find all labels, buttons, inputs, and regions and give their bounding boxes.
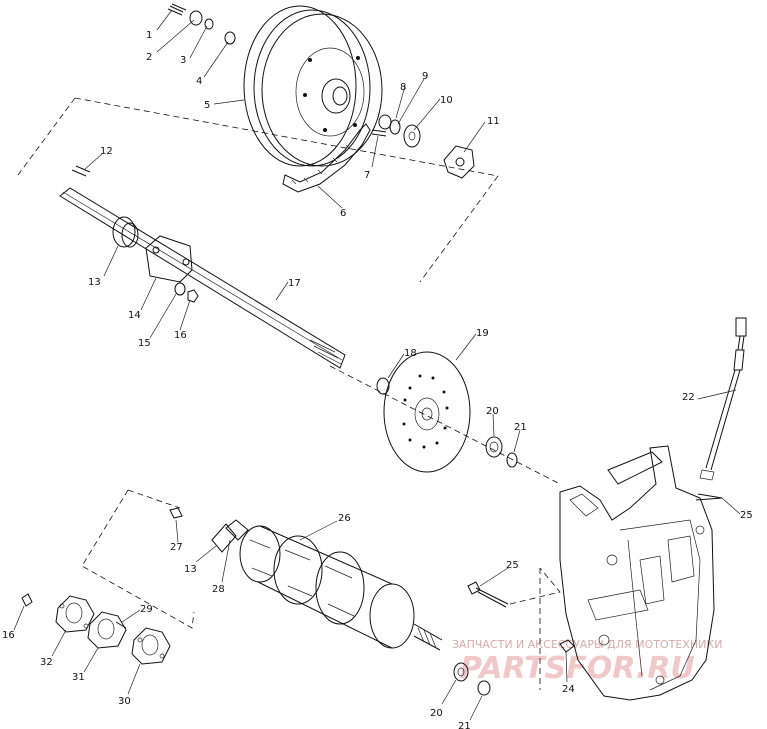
flange-part-14	[145, 235, 193, 283]
sprocket-part-26b	[273, 535, 323, 605]
callout-11: 11	[487, 116, 500, 127]
bearing-part-20b	[453, 662, 469, 682]
shaft-group	[59, 165, 346, 369]
callout-22: 22	[682, 392, 695, 403]
housing-part-30	[131, 627, 171, 665]
chain-part-6	[282, 123, 371, 193]
pulley-part-5	[243, 5, 383, 167]
callout-21: 21	[514, 422, 527, 433]
axis-line-disc	[329, 365, 561, 485]
shaft-part-17	[59, 187, 346, 369]
callout-4: 4	[196, 76, 202, 87]
pin-part-12	[71, 165, 91, 177]
callout-1: 1	[146, 30, 152, 41]
callout-24: 24	[562, 684, 575, 695]
callout-21b: 21	[458, 721, 471, 729]
callout-3: 3	[180, 55, 186, 66]
spacer-part-8	[378, 114, 392, 130]
ring-part-21	[506, 452, 518, 468]
callout-16b: 16	[2, 630, 15, 641]
callout-2: 2	[146, 52, 152, 63]
nut-part-24	[559, 639, 575, 653]
axis-line-bolt	[509, 567, 561, 690]
callout-31: 31	[72, 672, 85, 683]
ring-part-21b	[477, 680, 491, 696]
pin-part-29	[115, 621, 127, 629]
washer-part-15	[174, 282, 186, 296]
callout-29: 29	[140, 604, 153, 615]
seal-part-31	[87, 611, 127, 649]
callout-17: 17	[288, 278, 301, 289]
bushing-part-4	[224, 31, 236, 45]
alignment-line-top	[17, 97, 499, 283]
callout-12: 12	[100, 146, 113, 157]
callout-25: 25	[506, 560, 519, 571]
callout-20b: 20	[430, 708, 443, 719]
nut-part-16b	[21, 593, 33, 607]
housing-part-32	[55, 595, 95, 633]
callout-14: 14	[128, 310, 141, 321]
callout-25-right: 25	[740, 510, 753, 521]
callout-13: 13	[88, 277, 101, 288]
bearing-housing-group	[21, 593, 171, 665]
callout-labels: 1 2 3 4 5 8 9 10 11 7 6 12 13 14 15 16 1…	[2, 30, 753, 729]
callout-27: 27	[170, 542, 183, 553]
callout-7: 7	[364, 170, 370, 181]
sprocket-shaft-group	[211, 519, 491, 696]
callout-6: 6	[340, 208, 346, 219]
washer-part-2	[189, 10, 203, 26]
washer-part-3	[204, 18, 214, 30]
bolt-part-25	[467, 581, 509, 608]
brake-disc-group	[376, 351, 518, 473]
callout-20: 20	[486, 406, 499, 417]
callout-18: 18	[404, 348, 417, 359]
bolt-part-7	[371, 129, 387, 137]
callout-10: 10	[440, 95, 453, 106]
bearing-part-13	[112, 216, 136, 248]
cover-part-10	[403, 124, 421, 148]
callout-9: 9	[422, 71, 428, 82]
bolt-part-27	[169, 507, 183, 519]
bearing-part-20	[485, 436, 503, 458]
callout-32: 32	[40, 657, 53, 668]
callout-26: 26	[338, 513, 351, 524]
bracket-part-11	[443, 145, 475, 179]
callout-8: 8	[400, 82, 406, 93]
callout-28: 28	[212, 584, 225, 595]
drive-pulley-group	[167, 3, 475, 193]
callout-15: 15	[138, 338, 151, 349]
chaincase-housing	[559, 445, 715, 701]
disc-part-19	[383, 351, 471, 473]
callout-5: 5	[204, 100, 210, 111]
ring-part-18	[376, 377, 390, 395]
washer-part-9	[389, 119, 401, 135]
alignment-line-left	[81, 489, 195, 629]
bolt-part-1	[167, 3, 187, 16]
drum-end	[369, 583, 415, 649]
bearing-part-13b	[211, 523, 237, 553]
cable-fitting-part-22	[735, 317, 747, 337]
callout-13b: 13	[184, 564, 197, 575]
shaft-stub	[413, 623, 443, 651]
bearing-part-28	[225, 519, 249, 541]
callout-19: 19	[476, 328, 489, 339]
watermark-tagline: ЗАПЧАСТИ И АКСЕССУАРЫ ДЛЯ МОТОТЕХНИКИ	[452, 638, 722, 651]
nut-part-16	[187, 289, 199, 303]
callout-16: 16	[174, 330, 187, 341]
cable-group	[695, 317, 747, 501]
leader-lines	[13, 9, 741, 721]
callout-30: 30	[118, 696, 131, 707]
sprocket-part-26c	[315, 551, 365, 625]
